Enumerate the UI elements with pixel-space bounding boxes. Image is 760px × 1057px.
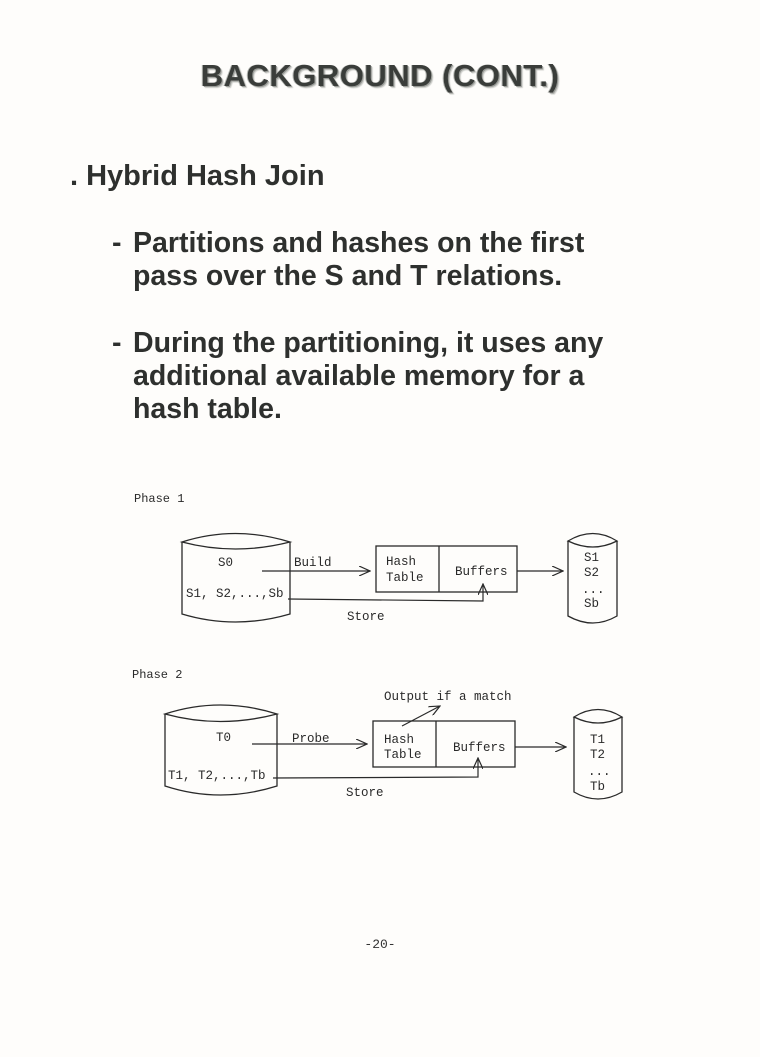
bullet-item: - During the partitioning, it uses any a…: [112, 327, 603, 426]
bullet-line: During the partitioning, it uses any: [133, 327, 604, 359]
disk-item: T2: [590, 748, 605, 762]
buffers-label: Buffers: [453, 741, 506, 755]
memory-box: [375, 545, 518, 593]
phase2-label: Phase 2: [132, 668, 183, 682]
source-relation-cylinder: [162, 704, 280, 796]
disk-item: Tb: [590, 780, 605, 794]
phase1-label: Phase 1: [134, 492, 185, 506]
hash-table-label-2: Table: [384, 748, 422, 762]
source-relation-cylinder: [179, 532, 293, 623]
partition-disk-cylinder: [572, 708, 624, 800]
hash-table-label-1: Hash: [384, 733, 414, 747]
bullet-line: Partitions and hashes on the first: [133, 227, 585, 259]
partition-disk-cylinder: [566, 532, 619, 624]
store-arrow: [287, 584, 483, 602]
bullet-line: hash table.: [133, 393, 282, 425]
heading-text: Hybrid Hash Join: [86, 160, 325, 192]
probe-label: Probe: [292, 732, 330, 746]
buffers-label: Buffers: [455, 565, 508, 579]
store-arrow: [272, 758, 478, 779]
source-top-label: T0: [216, 731, 231, 745]
disk-item: T1: [590, 733, 605, 747]
store-label: Store: [347, 610, 385, 624]
disk-item: Sb: [584, 597, 599, 611]
store-label: Store: [346, 786, 384, 800]
section-heading: .Hybrid Hash Join: [70, 160, 325, 193]
bullet-marker: -: [112, 227, 122, 259]
bullet-marker: -: [112, 327, 122, 359]
output-label: Output if a match: [384, 690, 512, 704]
source-bottom-label: T1, T2,...,Tb: [168, 769, 266, 783]
source-bottom-label: S1, S2,...,Sb: [186, 587, 284, 601]
disk-item: S2: [584, 566, 599, 580]
build-label: Build: [294, 556, 332, 570]
memory-box: [372, 720, 516, 768]
bullet-item: - Partitions and hashes on the first pas…: [112, 227, 584, 293]
disk-item: ...: [582, 583, 605, 597]
hash-table-label-2: Table: [386, 571, 424, 585]
disk-item: ...: [588, 765, 611, 779]
disk-item: S1: [584, 551, 599, 565]
slide-title: BACKGROUND (CONT.): [200, 58, 560, 93]
bullet-line: additional available memory for a: [133, 360, 585, 392]
hash-table-label-1: Hash: [386, 555, 416, 569]
bullet-line: pass over the S and T relations.: [133, 260, 563, 292]
phase1-diagram: S0 S1, S2,...,Sb Build Hash Table Buffer…: [179, 532, 619, 624]
page-number: -20-: [364, 937, 396, 952]
heading-marker: .: [70, 160, 79, 192]
phase2-diagram: Output if a match T0 T1, T2,...,Tb Probe…: [162, 690, 624, 800]
output-arrow: [401, 706, 440, 727]
source-top-label: S0: [218, 556, 233, 570]
